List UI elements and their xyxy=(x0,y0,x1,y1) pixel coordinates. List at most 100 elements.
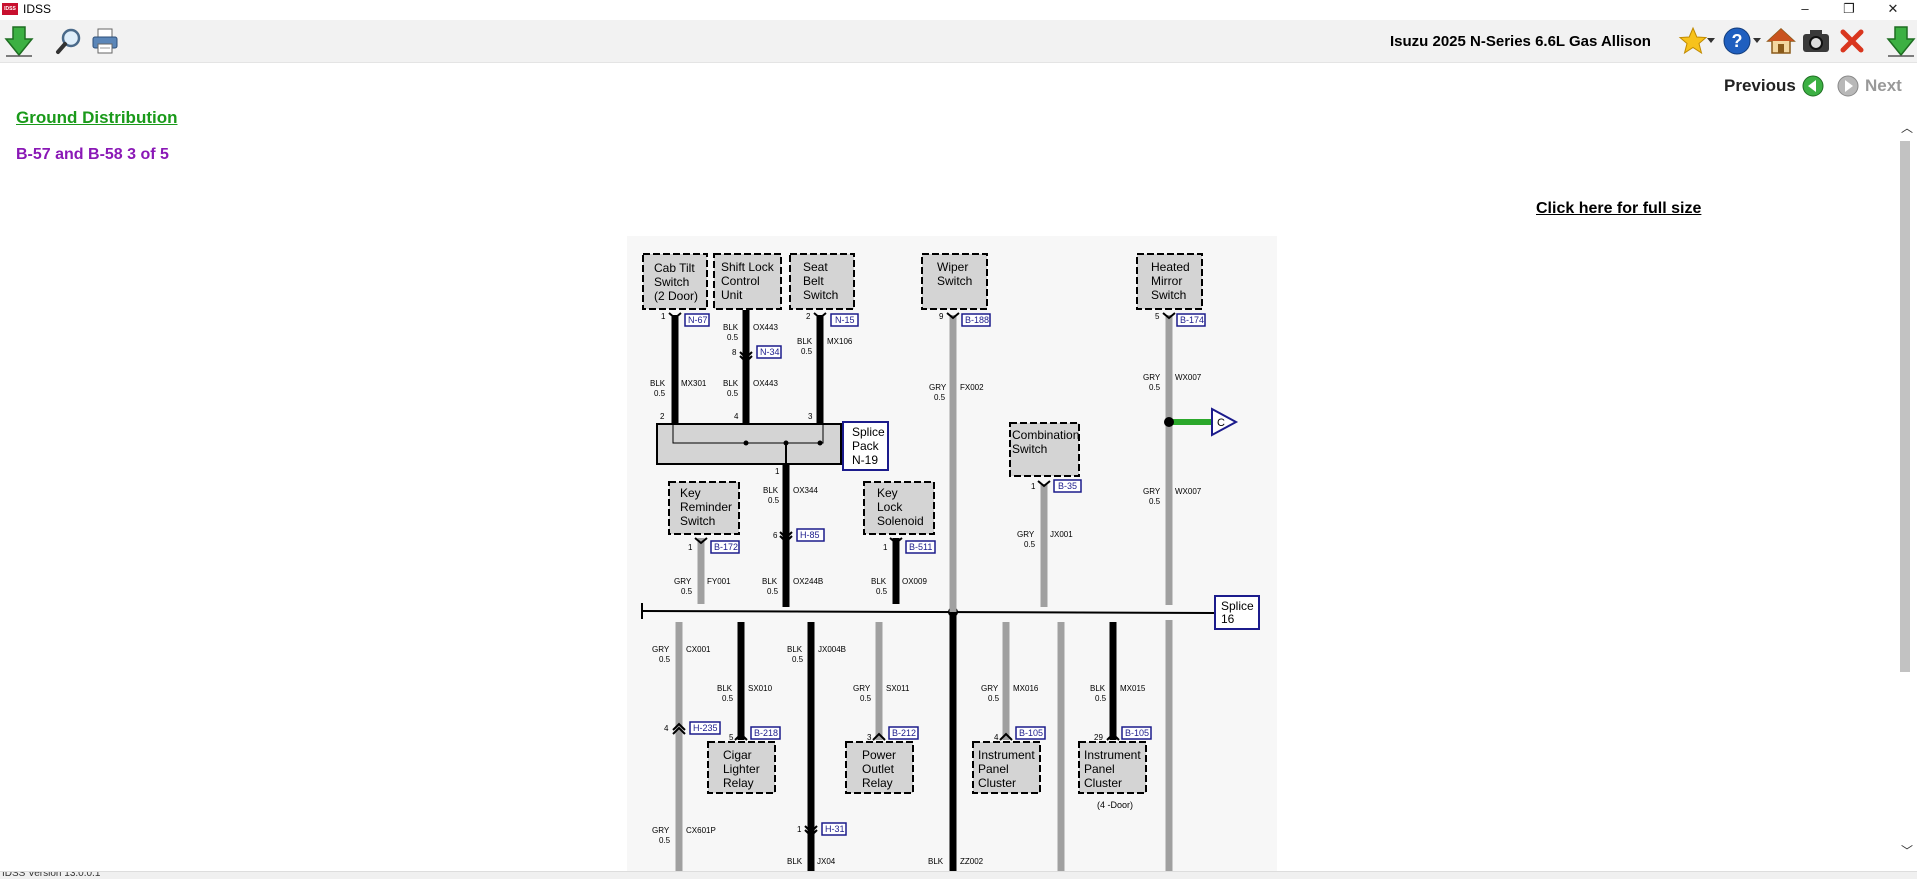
wire-circuit: SX011 xyxy=(886,684,910,693)
pin-label: 1 xyxy=(883,543,888,552)
next-arrow-icon xyxy=(1837,75,1859,97)
next-button[interactable]: Next xyxy=(1837,75,1902,97)
restore-button[interactable]: ❐ xyxy=(1843,1,1855,16)
minimize-button[interactable]: – xyxy=(1801,1,1809,16)
wire-circuit: OX443 xyxy=(753,379,778,388)
connector-h31: H-31 xyxy=(825,824,845,834)
connector-b511: B-511 xyxy=(909,542,932,552)
close-window-button[interactable]: ✕ xyxy=(1887,1,1899,16)
wire-gauge: 0.5 xyxy=(727,389,739,398)
cab-tilt-label-3: (2 Door) xyxy=(654,289,698,303)
previous-label: Previous xyxy=(1724,76,1796,95)
wire-circuit: JX04 xyxy=(817,857,836,866)
wire-color: BLK xyxy=(762,577,778,586)
connector-n34: N-34 xyxy=(760,347,780,357)
idss-app-icon: IDSS xyxy=(2,3,18,15)
print-button[interactable] xyxy=(88,24,122,58)
pin-label: 8 xyxy=(732,348,737,357)
seat-belt-label-3: Switch xyxy=(803,288,838,302)
connector-b172: B-172 xyxy=(714,542,738,552)
star-icon xyxy=(1678,26,1708,55)
home-button[interactable] xyxy=(1764,24,1798,58)
wire-circuit: FY001 xyxy=(707,577,731,586)
help-icon: ? xyxy=(1723,27,1751,55)
previous-arrow-icon xyxy=(1802,75,1824,97)
key-reminder-label-3: Switch xyxy=(680,514,715,528)
window-title: IDSS xyxy=(23,2,52,16)
wire-color: BLK xyxy=(717,684,733,693)
download-right-button[interactable] xyxy=(1884,24,1917,58)
splice-pack-label-2: Pack xyxy=(852,439,880,453)
cigar-lighter-relay: Cigar Lighter Relay xyxy=(707,741,776,794)
wire-circuit: MX016 xyxy=(1013,684,1039,693)
ipc1-label-1: Instrument xyxy=(978,748,1035,762)
cigar-lighter-label-3: Relay xyxy=(723,776,754,790)
wire-color: GRY xyxy=(652,645,670,654)
connector-b212: B-212 xyxy=(892,728,916,738)
seat-belt-label-2: Belt xyxy=(803,274,824,288)
wire-circuit: SX010 xyxy=(748,684,773,693)
wire-circuit: WX007 xyxy=(1175,487,1202,496)
scroll-up-icon[interactable]: ︿ xyxy=(1901,121,1914,135)
wire-gauge: 0.5 xyxy=(1024,540,1036,549)
splice-16-label-1: Splice xyxy=(1221,599,1254,613)
splice-pack-n19: Splice Pack N-19 xyxy=(656,421,889,471)
favorites-button[interactable] xyxy=(1676,24,1710,58)
wire-color: BLK xyxy=(723,379,739,388)
wire-gauge: 0.5 xyxy=(722,694,734,703)
page-subtitle: B-57 and B-58 3 of 5 xyxy=(16,146,169,163)
scroll-down-icon[interactable]: ﹀ xyxy=(1901,844,1914,858)
camera-icon xyxy=(1803,30,1829,52)
wire-labels: BLK 0.5 OX443 BLK 0.5 MX106 BLK 0.5 MX30… xyxy=(650,323,1202,866)
wire-circuit: CX001 xyxy=(686,645,711,654)
ipc1-label-3: Cluster xyxy=(978,776,1016,790)
favorites-dropdown[interactable] xyxy=(1704,24,1718,58)
connector-b218: B-218 xyxy=(754,728,778,738)
wire-gauge: 0.5 xyxy=(727,333,739,342)
connector-h85: H-85 xyxy=(800,530,820,540)
toolbar: Isuzu 2025 N-Series 6.6L Gas Allison ? xyxy=(0,20,1917,63)
wire-color: BLK xyxy=(797,337,813,346)
wire-color: BLK xyxy=(871,577,887,586)
wires-upper xyxy=(671,310,1212,612)
pin-label: 1 xyxy=(1031,482,1036,491)
wire-color: GRY xyxy=(1143,373,1161,382)
wire-circuit: MX106 xyxy=(827,337,853,346)
pin-label: 3 xyxy=(867,733,872,742)
wire-color: GRY xyxy=(929,383,947,392)
scrollbar-thumb[interactable] xyxy=(1900,141,1910,672)
key-reminder-label-2: Reminder xyxy=(680,500,732,514)
search-icon xyxy=(56,28,81,54)
vehicle-label: Isuzu 2025 N-Series 6.6L Gas Allison xyxy=(1390,33,1651,50)
search-button[interactable] xyxy=(52,24,86,58)
wiper-switch: Wiper Switch xyxy=(921,253,988,310)
download-button[interactable] xyxy=(2,24,36,58)
exit-button[interactable] xyxy=(1835,24,1869,58)
wire-circuit: JX004B xyxy=(818,645,846,654)
help-button[interactable]: ? xyxy=(1720,24,1754,58)
wire-gauge: 0.5 xyxy=(1149,497,1161,506)
help-dropdown[interactable] xyxy=(1750,24,1764,58)
cab-tilt-label-2: Switch xyxy=(654,275,689,289)
full-size-link[interactable]: Click here for full size xyxy=(1536,200,1702,217)
page-title-link[interactable]: Ground Distribution xyxy=(16,108,178,127)
wire-color: BLK xyxy=(763,486,779,495)
ipc2-label-2: Panel xyxy=(1084,762,1115,776)
pin-label: 3 xyxy=(808,412,813,421)
previous-button[interactable]: Previous xyxy=(1724,75,1824,97)
cab-tilt-label-1: Cab Tilt xyxy=(654,261,695,275)
vertical-scrollbar[interactable]: ︿ ﹀ xyxy=(1897,115,1917,862)
screenshot-button[interactable] xyxy=(1799,24,1833,58)
wire-gauge: 0.5 xyxy=(1095,694,1107,703)
wire-gauge: 0.5 xyxy=(860,694,872,703)
chevron-down-icon xyxy=(1707,38,1715,43)
connector-ids: N-67 N-34 N-15 B-188 B-174 B-35 B-172 H-… xyxy=(684,313,1206,836)
instrument-panel-cluster-2: Instrument Panel Cluster (4 -Door) xyxy=(1078,741,1147,810)
ipc2-label-1: Instrument xyxy=(1084,748,1141,762)
wire-gauge: 0.5 xyxy=(654,389,666,398)
connector-b105-a: B-105 xyxy=(1019,728,1043,738)
wire-gauge: 0.5 xyxy=(934,393,946,402)
status-text: IDSS Version 13.0.0.1 xyxy=(2,871,101,879)
svg-text:?: ? xyxy=(1732,31,1743,51)
pin-label: 4 xyxy=(734,412,739,421)
